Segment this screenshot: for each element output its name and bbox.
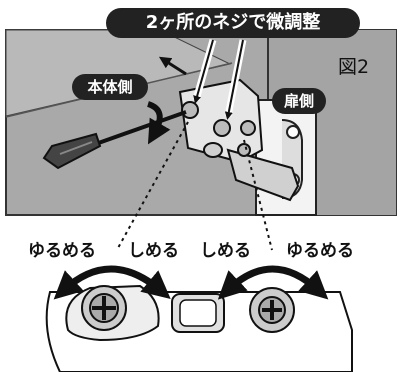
body-side-label: 本体側 [72,74,148,100]
right-rotation-arrow [217,265,329,300]
screw-head-icon [81,285,127,331]
right-tighten-label: しめる [200,241,251,261]
leader-lines [117,121,273,251]
door-side-label: 扉側 [272,88,326,114]
right-loosen-label: ゆるめる [286,241,354,261]
left-tighten-label: しめる [128,241,179,261]
screw-head-icon [249,287,295,333]
figure-label: 図2 [338,56,370,78]
direction-arrow [158,56,187,76]
rotate-arrow-icon [146,101,171,145]
left-loosen-label: ゆるめる [28,241,96,261]
cabinet-panel [5,29,397,216]
left-rotation-arrow [53,265,171,300]
title-pointer-lines [192,39,247,120]
title-banner: 2ヶ所のネジで微調整 [106,8,360,38]
